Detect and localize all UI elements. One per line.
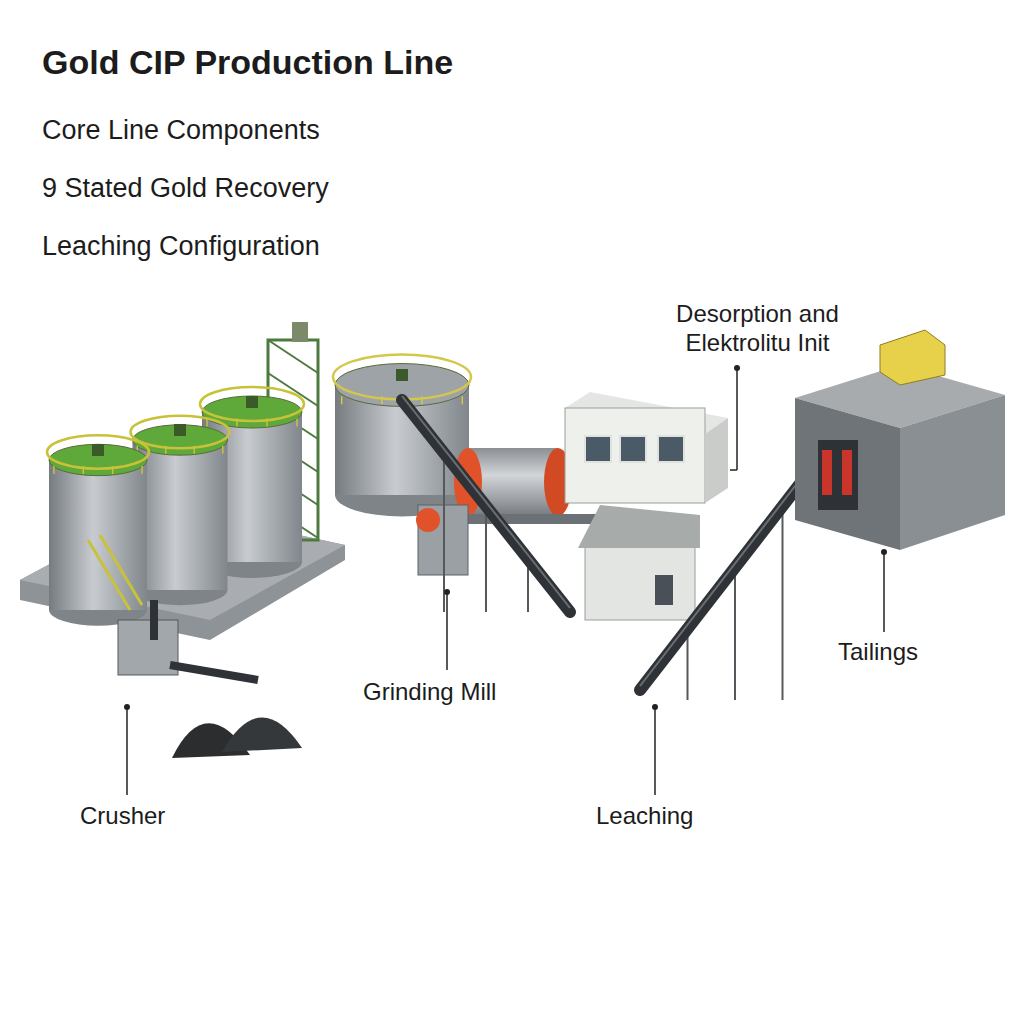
tailings-building	[795, 330, 1005, 550]
agitator	[396, 369, 408, 381]
railing-post	[421, 396, 423, 404]
tower-top	[292, 322, 308, 342]
leader-line	[736, 368, 738, 470]
box-side	[900, 395, 1005, 550]
component-label: Leaching	[596, 802, 693, 831]
conveyor-support	[443, 453, 445, 612]
tank-top	[49, 444, 147, 475]
classifier	[416, 505, 468, 575]
leader-line	[654, 707, 656, 795]
leader-dot	[652, 704, 658, 710]
railing-post	[341, 396, 343, 404]
component-label: Crusher	[80, 802, 165, 831]
conveyor-edge	[402, 396, 570, 608]
door-part	[842, 450, 852, 495]
component-label: Desorption and Elektrolitu Init	[625, 300, 890, 358]
conveyor-support	[782, 506, 784, 700]
tank	[333, 355, 471, 517]
railing-post	[236, 418, 238, 426]
component-label: Tailings	[838, 638, 918, 667]
tank-top	[133, 425, 228, 455]
house-roof	[578, 505, 700, 548]
feeder	[118, 600, 258, 680]
feeder-body	[118, 620, 178, 675]
agitator	[174, 424, 186, 436]
desorption-building	[565, 392, 728, 503]
subtitle: Core Line Components	[42, 114, 320, 146]
component-label: Grinding Mill	[363, 678, 496, 707]
subtitle: Leaching Configuration	[42, 230, 320, 262]
railing-post	[296, 418, 298, 426]
box-front	[795, 398, 900, 550]
building-front	[565, 408, 705, 503]
leader-line	[446, 592, 448, 670]
tank	[47, 435, 149, 625]
tank-body	[49, 460, 147, 610]
top-machine	[880, 330, 945, 385]
leader-dot	[124, 704, 130, 710]
conveyor-belt	[402, 400, 570, 612]
railing-post	[222, 446, 224, 454]
railing-post	[381, 396, 383, 404]
tower-brace	[268, 340, 318, 373]
box-door	[818, 440, 858, 510]
title: Gold CIP Production Line	[42, 42, 453, 83]
tank-top	[202, 396, 302, 428]
building-side	[705, 418, 728, 503]
tank-railing	[200, 387, 304, 421]
leader-dot	[444, 589, 450, 595]
railing-post	[462, 396, 464, 404]
door-part	[822, 450, 832, 495]
railing-post	[83, 466, 85, 474]
feeder-belt	[170, 665, 258, 680]
conveyor-support	[734, 568, 736, 701]
mill-base	[462, 514, 612, 524]
classifier-wheel	[416, 508, 440, 532]
window	[620, 436, 646, 462]
house-door	[655, 575, 673, 605]
agitator	[92, 444, 104, 456]
plant	[20, 322, 1005, 795]
stair	[100, 535, 142, 605]
railing-post	[165, 446, 167, 454]
window	[585, 436, 611, 462]
railing-post	[141, 466, 143, 474]
ore-pile	[222, 717, 302, 752]
small-house	[578, 505, 700, 620]
leader-line	[126, 707, 128, 795]
railing-post	[112, 466, 114, 474]
tank-railing	[333, 355, 471, 400]
leader-dot	[881, 549, 887, 555]
house-wall	[585, 545, 695, 620]
leader-line	[883, 552, 885, 632]
conveyor	[402, 396, 570, 612]
tank-railing	[131, 416, 230, 448]
railing-post	[53, 466, 55, 474]
leader-line	[730, 469, 737, 471]
railing-post	[266, 418, 268, 426]
leader-dot	[734, 365, 740, 371]
subtitle: 9 Stated Gold Recovery	[42, 172, 329, 204]
conveyor-support	[485, 506, 487, 612]
agitator	[246, 396, 258, 408]
window	[658, 436, 684, 462]
railing-post	[194, 446, 196, 454]
feeder-bar	[150, 600, 158, 640]
tank-railing	[47, 435, 149, 468]
